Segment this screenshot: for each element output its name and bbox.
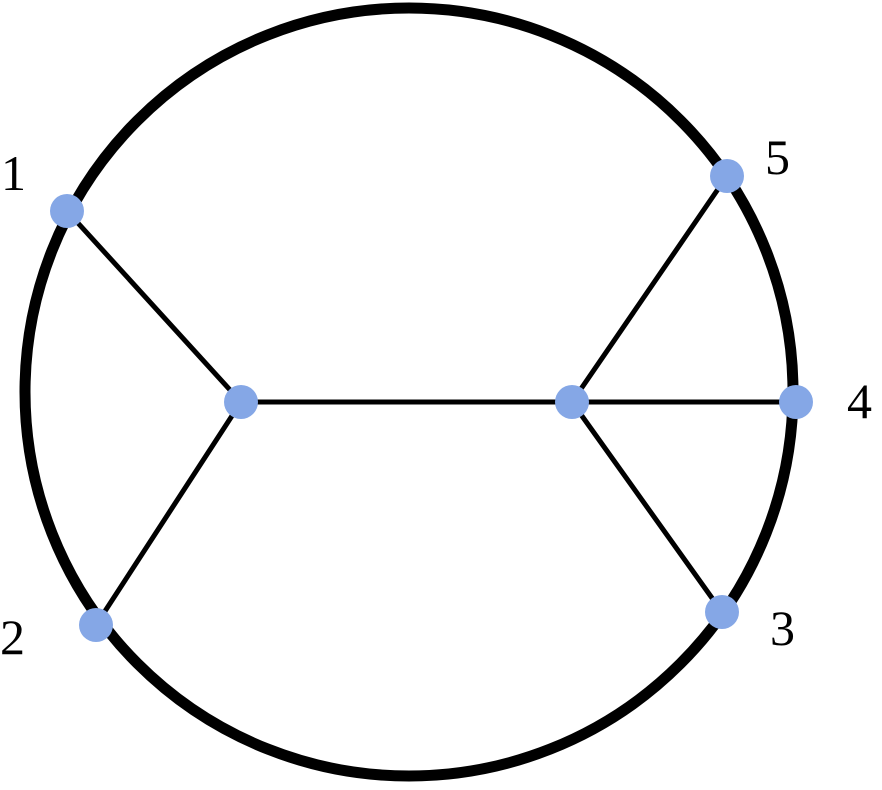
node-1 (50, 194, 84, 228)
edge-right-internal-5 (569, 173, 730, 405)
node-label-3: 3 (770, 600, 795, 656)
internal-node-left (224, 385, 258, 419)
internal-node-right (555, 385, 589, 419)
node-label-4: 4 (847, 373, 872, 429)
node-3 (705, 595, 739, 629)
node-label-2: 2 (0, 609, 25, 665)
edge-2-left-internal (93, 399, 244, 628)
node-4 (779, 385, 813, 419)
edge-1-left-internal (64, 208, 244, 405)
boundary-circle (19, 2, 799, 782)
node-label-5: 5 (765, 129, 790, 185)
node-label-1: 1 (1, 145, 26, 201)
nodes (50, 159, 813, 642)
node-2 (79, 608, 113, 642)
edges (64, 173, 799, 628)
node-5 (710, 159, 744, 193)
labels: 1 2 3 4 5 (0, 129, 872, 665)
edge-right-internal-3 (569, 399, 725, 615)
